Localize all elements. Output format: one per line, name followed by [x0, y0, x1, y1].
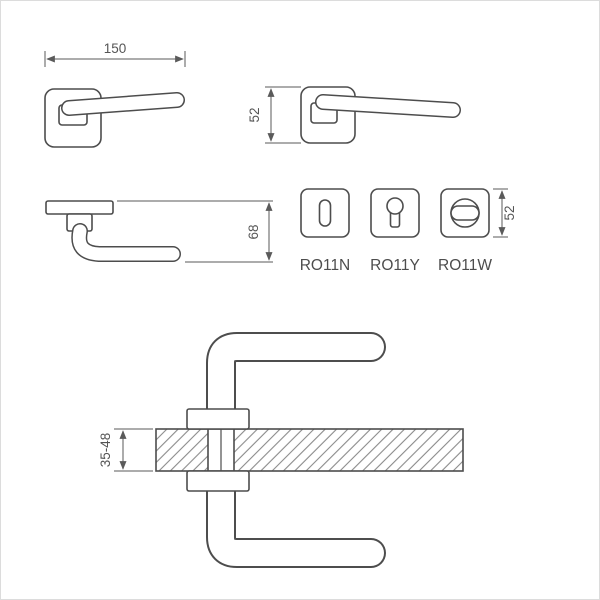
dimension-width-label: 150 [104, 41, 127, 56]
dimension-front-height: 52 [247, 86, 301, 144]
rosette-euro-cylinder [370, 188, 420, 238]
dimension-projection: 68 [117, 200, 273, 263]
upper-rosette-plate [186, 408, 250, 430]
upper-lever [208, 334, 384, 426]
door-panel-hatching [155, 428, 464, 472]
handle-top-view [44, 88, 185, 148]
dimension-projection-label: 68 [246, 224, 261, 239]
rosette-thumbturn [440, 188, 490, 238]
rosette-label-keyhole: RO11N [300, 257, 351, 274]
cross-section-view [155, 332, 464, 568]
lower-rosette-plate [186, 470, 250, 492]
dimension-front-height-label: 52 [247, 107, 262, 122]
rosette-label-cylinder: RO11Y [370, 257, 420, 274]
cylinder-hole-icon [386, 197, 404, 215]
lever-grip [316, 95, 460, 117]
rosette-keyhole [300, 188, 350, 238]
lower-lever [208, 474, 384, 566]
dimension-rosette-height: 52 [493, 188, 517, 238]
dimension-door-thickness: 35-48 [98, 428, 153, 472]
handle-front-view [300, 86, 461, 144]
lever-grip [62, 93, 184, 115]
rosette-label-thumbturn: RO11W [438, 257, 492, 274]
keyhole-icon [318, 199, 332, 227]
rosette-edge [45, 200, 114, 215]
handle-side-view [45, 200, 181, 262]
thumbturn-knob-icon [450, 205, 480, 221]
lever-grip [72, 224, 180, 261]
dimension-width: 150 [44, 41, 186, 67]
dimension-rosette-height-label: 52 [502, 205, 517, 220]
dimension-door-thickness-label: 35-48 [98, 433, 113, 468]
